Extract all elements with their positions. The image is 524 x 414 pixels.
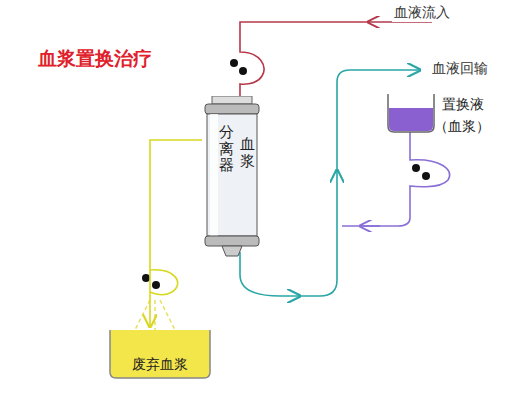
- pump-roller: [412, 164, 420, 172]
- waste-beaker: 废弃血浆: [108, 328, 212, 380]
- node-text: 血浆: [240, 136, 255, 169]
- pump-loop: [150, 270, 178, 295]
- node-outline: [386, 90, 436, 134]
- node-outline: [202, 96, 262, 258]
- separator: 分离器血浆: [202, 96, 262, 258]
- inflow-line: [240, 22, 370, 100]
- flow-label: 血液回输: [430, 60, 490, 78]
- node-text: 废弃血浆: [132, 356, 188, 374]
- replacement-line: [342, 132, 450, 226]
- pump-roller: [230, 59, 238, 67]
- node-text: 分离器: [219, 124, 234, 174]
- pump-roller: [152, 281, 160, 289]
- node-outline: [108, 328, 212, 380]
- return-line: [240, 252, 300, 296]
- return-line: [298, 170, 337, 296]
- replacement-bag: 置换液 （血浆）: [386, 90, 492, 134]
- diagram-title: 血浆置换治疗: [38, 46, 152, 72]
- replacement-arrow: [360, 225, 380, 227]
- pump-roller: [239, 67, 247, 75]
- node-text: （血浆）: [434, 118, 490, 136]
- pump-roller: [142, 274, 150, 282]
- flow-label: 血液流入: [392, 4, 452, 22]
- spray-lines: [135, 300, 175, 330]
- pump-roller: [422, 172, 430, 180]
- plasma-waste-line: [150, 140, 202, 327]
- node-text: 置换液: [442, 96, 484, 114]
